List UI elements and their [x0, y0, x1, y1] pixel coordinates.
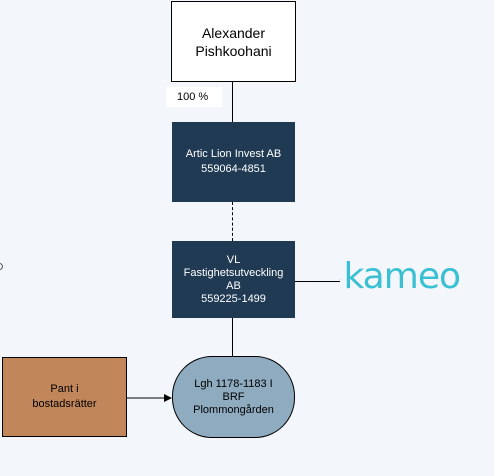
- vl-fastighetsutveckling-box: VL Fastighetsutveckling AB 559225-1499: [172, 241, 295, 318]
- lgh-line-2: BRF: [222, 390, 245, 403]
- vl-line-2: Fastighetsutveckling: [183, 266, 284, 279]
- person-first-name: Alexander: [201, 24, 266, 41]
- pant-line-1: Pant i: [50, 383, 79, 395]
- pant-box: Pant i bostadsrätter: [2, 357, 127, 437]
- person-last-name: Pishkoohani: [195, 42, 272, 59]
- pant-line-2: bostadsrätter: [32, 398, 97, 410]
- person-box: Alexander Pishkoohani: [171, 1, 296, 82]
- connector-vl-lgh: [232, 318, 233, 356]
- vl-line-1: VL: [226, 253, 241, 266]
- ownership-label: 100 %: [166, 87, 222, 107]
- kameo-logo-text: kameo: [343, 256, 461, 297]
- lgh-line-1: Lgh 1178-1183 I: [194, 377, 273, 390]
- artic-orgnr: 559064-4851: [201, 163, 266, 175]
- connector-vl-kameo: [295, 281, 340, 282]
- vl-line-3: AB: [226, 279, 241, 292]
- connector-person-artic: [232, 82, 233, 122]
- artic-name: Artic Lion Invest AB: [185, 148, 282, 160]
- kameo-logo: kameo: [340, 256, 461, 300]
- edge-marker: [0, 263, 3, 270]
- artic-lion-box: Artic Lion Invest AB 559064-4851: [172, 122, 295, 202]
- lgh-property-box: Lgh 1178-1183 I BRF Plommongården: [172, 356, 295, 438]
- lgh-line-3: Plommongården: [193, 403, 274, 416]
- connector-artic-vl-dashed: [232, 202, 233, 241]
- vl-orgnr: 559225-1499: [201, 292, 266, 305]
- kameo-logo-icon: [340, 278, 342, 280]
